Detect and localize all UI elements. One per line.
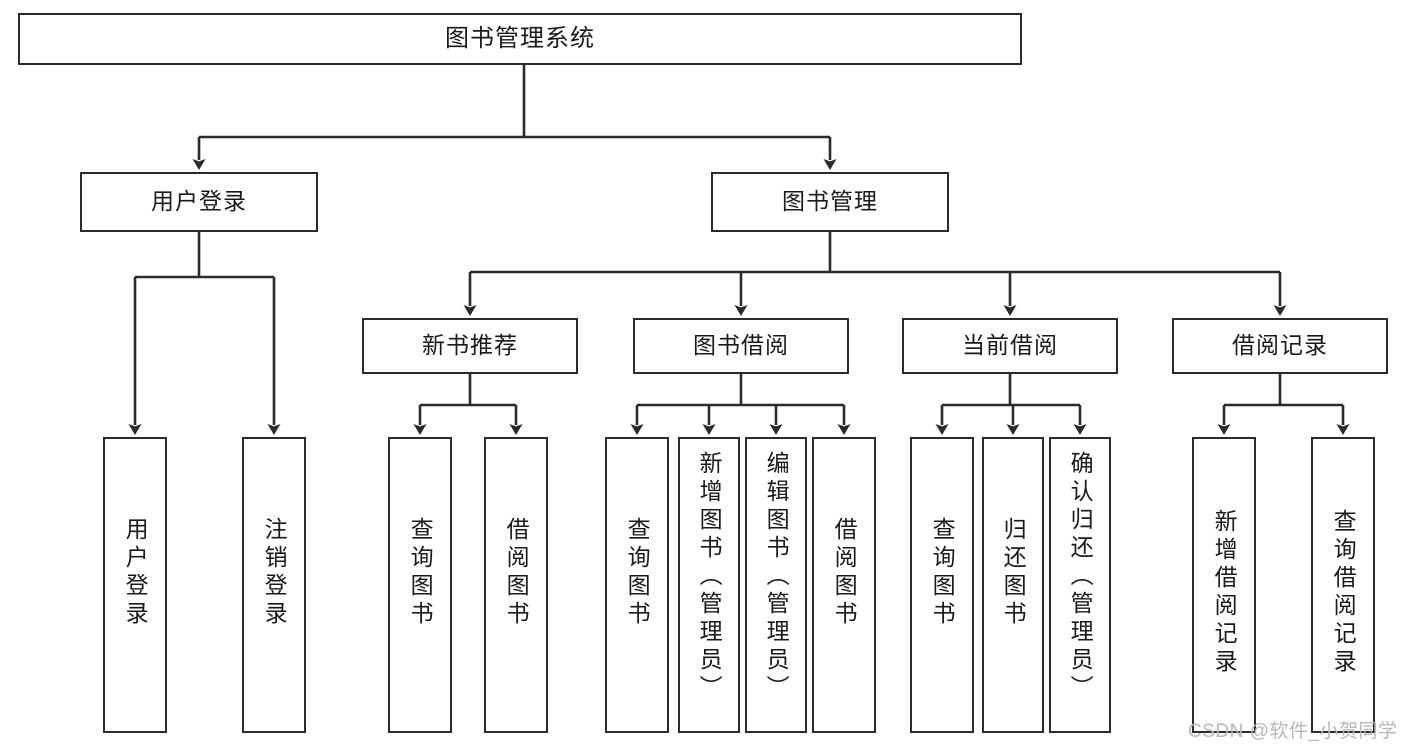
node-leaf-confirm-return-admin[interactable]: 确认归还（管理员） bbox=[1049, 437, 1111, 733]
node-leaf-edit-book-admin-label: 编辑图书（管理员） bbox=[763, 451, 790, 703]
node-leaf-return-book[interactable]: 归还图书 bbox=[982, 437, 1044, 733]
node-leaf-logout[interactable]: 注销登录 bbox=[242, 437, 306, 733]
node-leaf-query-book-current[interactable]: 查询图书 bbox=[910, 437, 974, 733]
node-current-borrow[interactable]: 当前借阅 bbox=[902, 318, 1118, 374]
csdn-watermark: CSDN @软件_小贺同学 bbox=[1188, 721, 1398, 742]
node-new-book-recommend[interactable]: 新书推荐 bbox=[362, 318, 578, 374]
node-leaf-user-login-label: 用户登录 bbox=[122, 517, 149, 629]
node-book-manage[interactable]: 图书管理 bbox=[711, 172, 949, 232]
node-leaf-query-book-recommend-label: 查询图书 bbox=[407, 517, 434, 629]
node-leaf-borrow-book-recommend[interactable]: 借阅图书 bbox=[484, 437, 548, 733]
node-leaf-edit-book-admin[interactable]: 编辑图书（管理员） bbox=[745, 437, 807, 733]
node-current-borrow-label: 当前借阅 bbox=[962, 332, 1058, 359]
node-leaf-query-borrow-record[interactable]: 查询借阅记录 bbox=[1311, 437, 1375, 733]
node-leaf-add-borrow-record[interactable]: 新增借阅记录 bbox=[1192, 437, 1256, 733]
node-borrow-record[interactable]: 借阅记录 bbox=[1172, 318, 1388, 374]
node-leaf-query-book-recommend[interactable]: 查询图书 bbox=[388, 437, 452, 733]
node-root-label: 图书管理系统 bbox=[445, 24, 595, 52]
node-leaf-query-book-borrow-label: 查询图书 bbox=[624, 517, 651, 629]
node-leaf-return-book-label: 归还图书 bbox=[1000, 517, 1027, 629]
node-leaf-logout-label: 注销登录 bbox=[261, 517, 288, 629]
node-leaf-borrow-book-label: 借阅图书 bbox=[831, 517, 858, 629]
node-user-login[interactable]: 用户登录 bbox=[80, 172, 318, 232]
node-book-borrow[interactable]: 图书借阅 bbox=[633, 318, 849, 374]
node-leaf-add-borrow-record-label: 新增借阅记录 bbox=[1211, 509, 1238, 677]
node-borrow-record-label: 借阅记录 bbox=[1232, 332, 1328, 359]
node-leaf-borrow-book-recommend-label: 借阅图书 bbox=[503, 517, 530, 629]
node-new-book-recommend-label: 新书推荐 bbox=[422, 332, 518, 359]
node-leaf-add-book-admin-label: 新增图书（管理员） bbox=[696, 451, 723, 703]
node-leaf-borrow-book[interactable]: 借阅图书 bbox=[812, 437, 876, 733]
node-leaf-query-book-borrow[interactable]: 查询图书 bbox=[605, 437, 669, 733]
node-user-login-label: 用户登录 bbox=[151, 188, 247, 215]
node-leaf-query-book-current-label: 查询图书 bbox=[929, 517, 956, 629]
node-book-manage-label: 图书管理 bbox=[782, 188, 878, 215]
node-root[interactable]: 图书管理系统 bbox=[18, 13, 1022, 65]
node-book-borrow-label: 图书借阅 bbox=[693, 332, 789, 359]
node-leaf-confirm-return-admin-label: 确认归还（管理员） bbox=[1067, 451, 1094, 703]
node-leaf-add-book-admin[interactable]: 新增图书（管理员） bbox=[678, 437, 740, 733]
node-leaf-user-login[interactable]: 用户登录 bbox=[103, 437, 167, 733]
node-leaf-query-borrow-record-label: 查询借阅记录 bbox=[1330, 509, 1357, 677]
